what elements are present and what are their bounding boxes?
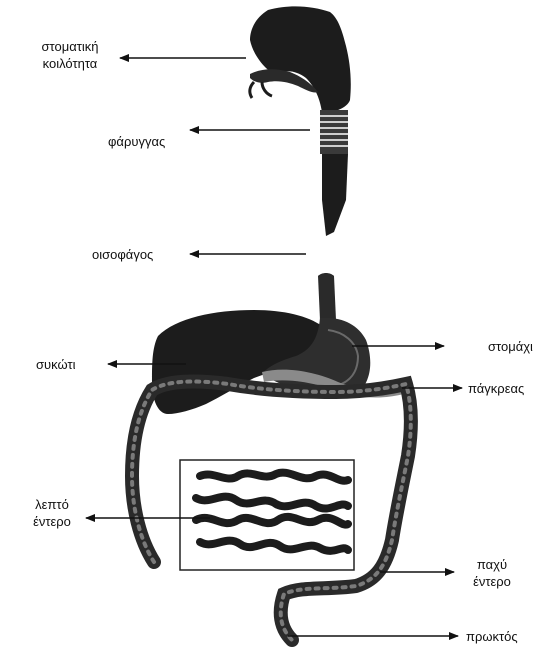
mouth-cavity-illustration: [250, 6, 351, 112]
label-small-intestine-line-2: έντερο: [24, 513, 80, 530]
label-liver: συκώτι: [36, 356, 75, 373]
label-anus: πρωκτός: [466, 628, 518, 645]
label-stomach: στομάχι: [488, 338, 533, 355]
label-esophagus: οισοφάγος: [92, 246, 153, 263]
label-small-intestine: λεπτό έντερο: [24, 496, 80, 530]
label-mouth-cavity: στοματική κοιλότητα: [28, 38, 112, 72]
lower-esophagus-illustration: [318, 273, 336, 324]
label-large-intestine-line-2: έντερο: [462, 573, 522, 590]
label-large-intestine: παχύ έντερο: [462, 556, 522, 590]
label-pharynx: φάρυγγας: [108, 133, 165, 150]
label-mouth-cavity-line-1: στοματική: [28, 38, 112, 55]
label-large-intestine-line-1: παχύ: [462, 556, 522, 573]
label-mouth-cavity-line-2: κοιλότητα: [28, 55, 112, 72]
label-pancreas: πάγκρεας: [468, 380, 524, 397]
esophagus-illustration: [322, 154, 348, 236]
label-small-intestine-line-1: λεπτό: [24, 496, 80, 513]
pharynx-illustration: [320, 110, 348, 154]
small-intestine-illustration: [180, 460, 354, 570]
